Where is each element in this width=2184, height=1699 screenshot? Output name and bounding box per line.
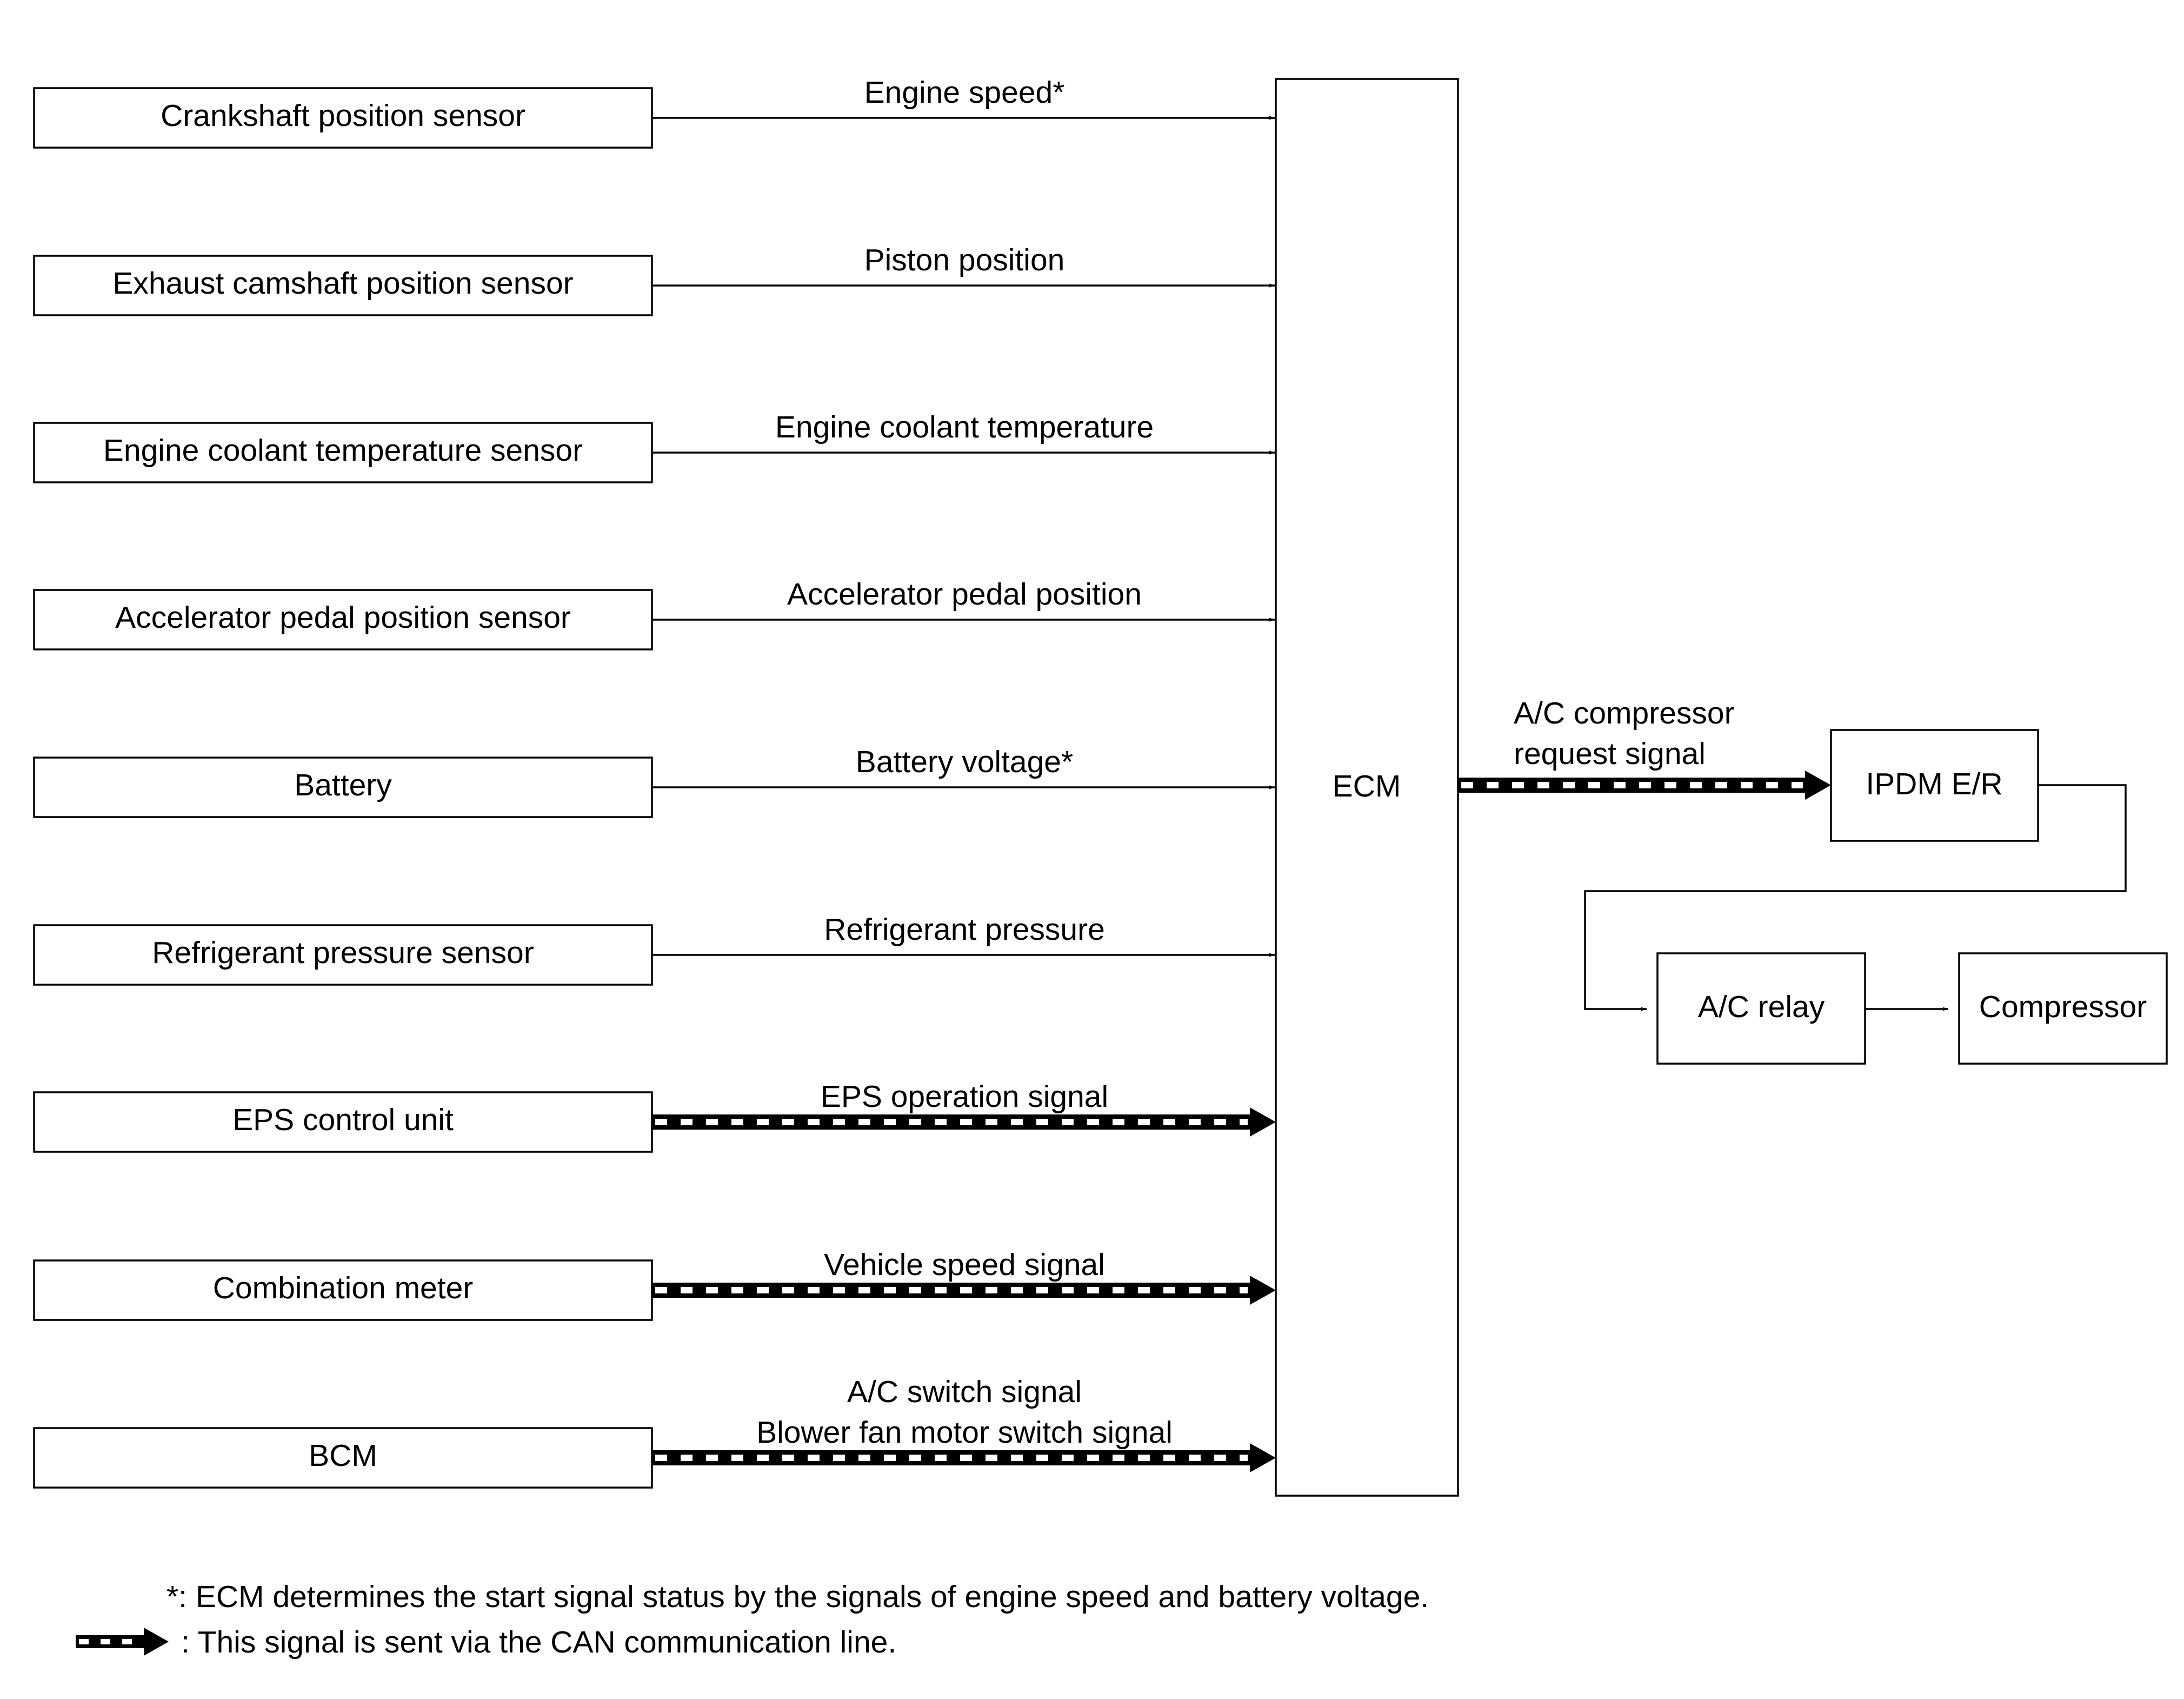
ac-compressor-request-label-line2: request signal bbox=[1514, 736, 1706, 771]
ac-compressor-request-label-line1: A/C compressor bbox=[1514, 696, 1735, 731]
sensor-box bbox=[33, 1091, 653, 1153]
sensor-label: Combination meter bbox=[213, 1271, 474, 1305]
sensor-label: Engine coolant temperature sensor bbox=[103, 433, 583, 468]
sensor-row: Exhaust camshaft position sensor Piston p… bbox=[33, 243, 1275, 316]
sensor-box bbox=[33, 756, 653, 818]
sensor-column: Crankshaft position sensor Engine speed* E… bbox=[33, 75, 1276, 1489]
asterisk-note: *: ECM determines the start signal statu… bbox=[167, 1579, 1429, 1614]
output-chain: A/C compressor request signal IPDM E/R A… bbox=[1458, 696, 2168, 1065]
sensor-row: Accelerator pedal position sensor Acceler… bbox=[33, 577, 1275, 651]
sensor-row: Combination meter Vehicle speed signal bbox=[33, 1247, 1276, 1321]
sensor-label: Refrigerant pressure sensor bbox=[152, 935, 534, 970]
ac-relay-label: A/C relay bbox=[1698, 990, 1825, 1024]
sensor-box bbox=[33, 255, 653, 316]
signal-label: Blower fan motor switch signal bbox=[756, 1415, 1173, 1450]
sensor-row: Engine coolant temperature sensor Engine … bbox=[33, 410, 1275, 483]
sensor-box bbox=[33, 1259, 653, 1321]
can-legend-arrow-icon bbox=[76, 1628, 169, 1656]
sensor-label: Exhaust camshaft position sensor bbox=[112, 266, 573, 301]
can-signal-arrow bbox=[652, 1443, 1276, 1472]
can-signal-arrow bbox=[652, 1276, 1276, 1305]
sensor-label: Accelerator pedal position sensor bbox=[115, 600, 571, 635]
sensor-row: Refrigerant pressure sensor Refrigerant p… bbox=[33, 912, 1275, 986]
ipdm-to-relay-wire bbox=[1584, 784, 2127, 1011]
sensor-row: Crankshaft position sensor Engine speed* bbox=[33, 75, 1275, 149]
ecm-label: ECM bbox=[1333, 769, 1401, 804]
sensor-label: BCM bbox=[309, 1438, 377, 1473]
compressor-block: Compressor bbox=[1958, 952, 2168, 1065]
ac-relay-block: A/C relay bbox=[1656, 952, 1866, 1065]
signal-label: Battery voltage* bbox=[856, 745, 1073, 779]
signal-label: Vehicle speed signal bbox=[824, 1247, 1105, 1282]
signal-label: Engine speed* bbox=[864, 75, 1065, 110]
legend-notes: *: ECM determines the start signal statu… bbox=[76, 1579, 1429, 1660]
can-legend-arrow bbox=[76, 1628, 169, 1656]
sensor-box bbox=[33, 924, 653, 986]
signal-label: A/C switch signal bbox=[847, 1375, 1082, 1409]
sensor-box bbox=[33, 422, 653, 483]
sensor-box bbox=[33, 589, 653, 651]
can-note: : This signal is sent via the CAN commun… bbox=[181, 1625, 896, 1660]
signal-label: Accelerator pedal position bbox=[787, 577, 1142, 612]
sensor-box bbox=[33, 87, 653, 149]
sensor-label: EPS control unit bbox=[232, 1103, 454, 1137]
signal-label: EPS operation signal bbox=[821, 1079, 1108, 1114]
ipdm-label: IPDM E/R bbox=[1866, 767, 2002, 801]
ecm-block: ECM bbox=[1275, 78, 1459, 1497]
sensor-label: Battery bbox=[294, 768, 392, 802]
compressor-label: Compressor bbox=[1979, 990, 2147, 1024]
ac-compressor-request-can-arrow bbox=[1458, 771, 1831, 800]
signal-label: Refrigerant pressure bbox=[824, 912, 1105, 947]
sensor-box bbox=[33, 1427, 653, 1489]
ipdm-block: IPDM E/R bbox=[1830, 729, 2039, 842]
sensor-row: Battery Battery voltage* bbox=[33, 745, 1275, 818]
signal-label: Piston position bbox=[864, 243, 1065, 277]
can-output-arrow bbox=[1458, 771, 1831, 800]
can-signal-arrow bbox=[652, 1107, 1276, 1137]
sensor-label: Crankshaft position sensor bbox=[161, 98, 525, 133]
signal-label: Engine coolant temperature bbox=[775, 410, 1154, 444]
sensor-row: EPS control unit EPS operation signal bbox=[33, 1079, 1276, 1153]
